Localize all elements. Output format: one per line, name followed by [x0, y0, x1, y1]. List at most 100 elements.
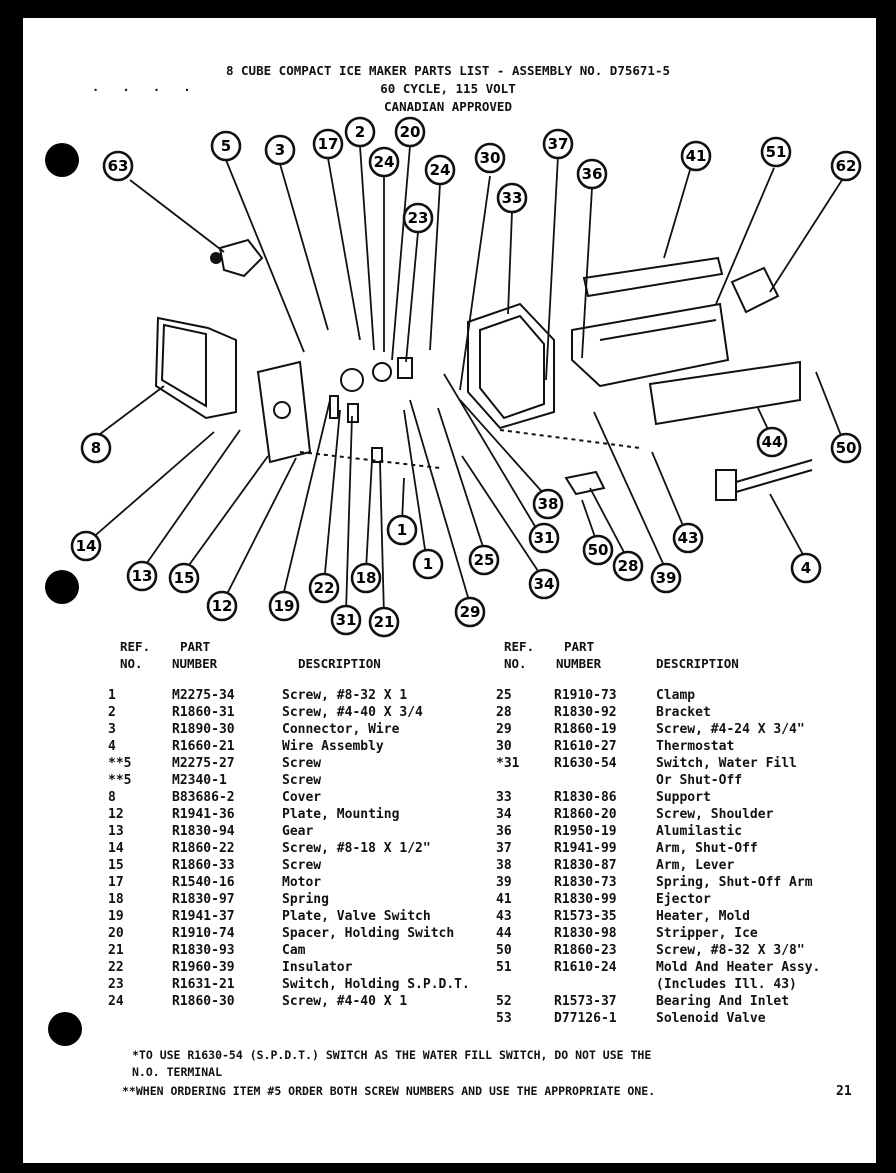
callout-label: 1: [397, 521, 407, 539]
col-header-description-right: DESCRIPTION: [656, 656, 739, 671]
callout-label: 62: [836, 157, 857, 175]
callout-circle: [680, 140, 712, 172]
part-part: B83686-2: [172, 790, 235, 805]
callout-label: 30: [480, 149, 501, 167]
callout-label: 51: [766, 143, 787, 161]
part-ref: **5: [108, 756, 132, 771]
binder-hole: [45, 570, 79, 604]
callout-circle: [368, 606, 400, 638]
part-desc: Solenoid Valve: [656, 1011, 766, 1026]
part-part: R1830-93: [172, 943, 235, 958]
part-desc: Plate, Mounting: [282, 807, 400, 822]
callout-label: 19: [274, 597, 295, 615]
footnote-switch: *TO USE R1630-54 (S.P.D.T.) SWITCH AS TH…: [132, 1048, 652, 1062]
part-desc: Motor: [282, 875, 322, 890]
footnote-screw: **WHEN ORDERING ITEM #5 ORDER BOTH SCREW…: [122, 1084, 656, 1098]
part-desc: Arm, Shut-Off: [656, 841, 758, 856]
part-desc: Connector, Wire: [282, 722, 400, 737]
binder-hole: [48, 1012, 82, 1046]
part-part: R1950-19: [554, 824, 617, 839]
part-part: R1660-21: [172, 739, 235, 754]
callout-circle: [368, 146, 400, 178]
part-desc: Cam: [282, 943, 306, 958]
callout-label: 3: [275, 141, 285, 159]
part-desc: Screw, #4-40 X 3/4: [282, 705, 423, 720]
part-part: R1860-20: [554, 807, 617, 822]
part-desc: Thermostat: [656, 739, 735, 754]
part-ref: 38: [496, 858, 512, 873]
part-ref: 22: [108, 960, 124, 975]
part-desc: Switch, Holding S.P.D.T.: [282, 977, 470, 992]
part-ref: 33: [496, 790, 512, 805]
part-part: R1890-30: [172, 722, 235, 737]
part-desc: Ejector: [656, 892, 711, 907]
callout-label: 36: [582, 165, 603, 183]
col-header-part-right: PART: [564, 639, 595, 654]
col-header-number-left: NUMBER: [172, 656, 218, 671]
callout-circle: [830, 432, 862, 464]
callout-label: 41: [686, 147, 707, 165]
part-ref: 43: [496, 909, 512, 924]
callout-label: 2: [355, 123, 365, 141]
callout-circle: [532, 488, 564, 520]
callout-circle: [454, 596, 486, 628]
part-ref: **5: [108, 773, 132, 788]
part-ref: 29: [496, 722, 512, 737]
part-desc: Wire Assembly: [282, 739, 384, 754]
col-header-ref-left: REF.: [120, 639, 151, 654]
part-part: R1910-73: [554, 688, 617, 703]
part-ref: 21: [108, 943, 124, 958]
callout-label: 4: [801, 559, 811, 577]
callout-label: 22: [314, 579, 335, 597]
part-desc: Screw, Shoulder: [656, 807, 774, 822]
part-desc: Screw: [282, 773, 322, 788]
callout-label: 17: [318, 135, 339, 153]
part-desc: Screw, #8-32 X 3/8": [656, 943, 805, 958]
part-part: R1860-22: [172, 841, 235, 856]
part-desc: Insulator: [282, 960, 353, 975]
page-number: 21: [836, 1084, 852, 1099]
part-desc: Bracket: [656, 705, 711, 720]
scan-marks: . . . .: [92, 80, 199, 94]
callout-label: 50: [836, 439, 857, 457]
callout-circle: [528, 568, 560, 600]
part-ref: 3: [108, 722, 116, 737]
callout-label: 15: [174, 569, 195, 587]
part-ref: 24: [108, 994, 124, 1009]
part-part: D77126-1: [554, 1011, 617, 1026]
part-ref: 44: [496, 926, 512, 941]
part-part: R1960-39: [172, 960, 235, 975]
callout-label: 28: [618, 557, 639, 575]
callout-label: 43: [678, 529, 699, 547]
callout-circle: [268, 590, 300, 622]
part-desc: Stripper, Ice: [656, 926, 758, 941]
part-ref: 20: [108, 926, 124, 941]
callout-label: 23: [408, 209, 429, 227]
part-part: R1830-86: [554, 790, 617, 805]
callout-circle: [264, 134, 296, 166]
part-part: R1830-99: [554, 892, 617, 907]
callout-circle: [474, 142, 506, 174]
callout-circle: [576, 158, 608, 190]
callout-label: 34: [534, 575, 555, 593]
part-desc: Cover: [282, 790, 322, 805]
part-ref: 30: [496, 739, 512, 754]
part-desc: Spacer, Holding Switch: [282, 926, 455, 941]
callout-label: 44: [762, 433, 783, 451]
callout-label: 31: [534, 529, 555, 547]
part-ref: 36: [496, 824, 512, 839]
part-desc: Screw, #4-24 X 3/4": [656, 722, 805, 737]
part-ref: *31: [496, 756, 520, 771]
part-ref: 52: [496, 994, 512, 1009]
part-ref: 15: [108, 858, 124, 873]
part-part: R1830-97: [172, 892, 235, 907]
part-desc: (Includes Ill. 43): [656, 977, 797, 992]
col-header-no-right: NO.: [504, 656, 527, 671]
callout-circle: [424, 154, 456, 186]
part-ref: 14: [108, 841, 124, 856]
part-part: R1573-37: [554, 994, 617, 1009]
callout-label: 25: [474, 551, 495, 569]
col-header-number-right: NUMBER: [556, 656, 602, 671]
part-part: R1941-36: [172, 807, 235, 822]
part-ref: 19: [108, 909, 124, 924]
